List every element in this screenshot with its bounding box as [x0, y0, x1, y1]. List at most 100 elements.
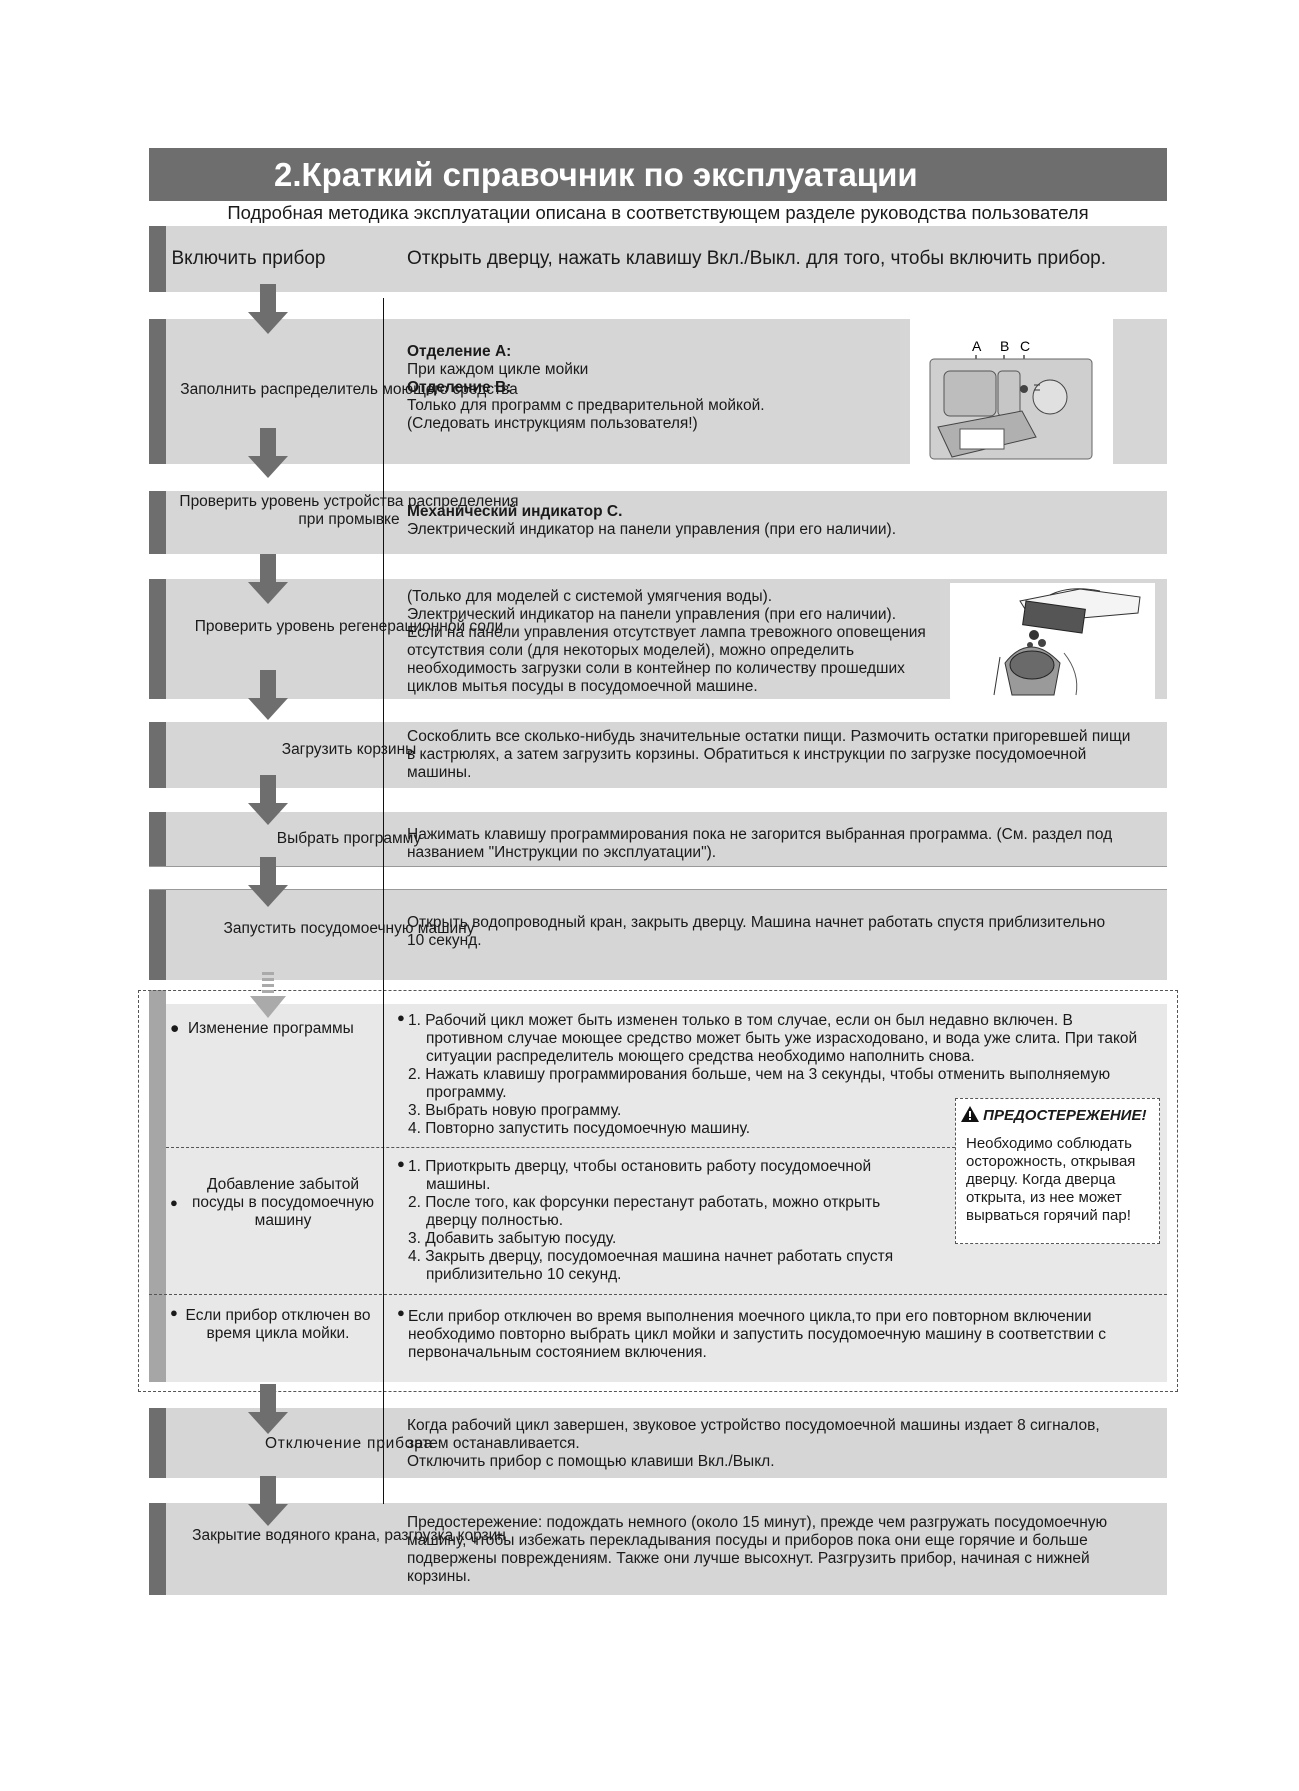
change-program-label-text: Изменение программы: [188, 1020, 354, 1037]
step-turn-off: Отключение прибора Когда рабочий цикл за…: [149, 1408, 1167, 1478]
row-stripe: [149, 890, 166, 980]
add-dishes-text: 1. Приоткрыть дверцу, чтобы остановить р…: [408, 1158, 893, 1284]
warning-text: Необходимо соблюдать осторожность, откры…: [966, 1135, 1135, 1225]
salt-line: отсутствия соли (для некоторых моделей),…: [407, 642, 926, 660]
add-line: 4. Закрыть дверцу, посудомоечная машина …: [408, 1248, 893, 1266]
step-text: (Только для моделей с системой умягчения…: [407, 588, 926, 696]
change-program-label: ● Изменение программы: [170, 1020, 354, 1038]
dispenser-illustration: A B C: [910, 319, 1113, 464]
flow-arrow-icon: [248, 775, 288, 825]
special-divider: [149, 1294, 1167, 1295]
step-text: Механический индикатор C. Электрический …: [407, 503, 896, 539]
off-line: первоначальным состоянием включения.: [408, 1344, 1106, 1362]
column-divider: [383, 298, 384, 1504]
warning-icon: [961, 1106, 979, 1122]
power-off-label: Если прибор отключен во время цикла мойк…: [183, 1307, 373, 1343]
flow-arrow-icon: [248, 857, 288, 907]
bullet: ●: [397, 1156, 405, 1171]
power-off-text: Если прибор отключен во время выполнения…: [408, 1308, 1106, 1362]
dashed-flow-arrow-icon: [248, 972, 288, 1022]
step-load-baskets: Загрузить корзины Соскоблить все сколько…: [149, 722, 1167, 788]
change-line: 1. Рабочий цикл может быть изменен тольк…: [408, 1012, 1137, 1030]
compartment-a-title: Отделение A:: [407, 343, 511, 360]
step-check-salt: Проверить уровень регенерационной соли (…: [149, 579, 1167, 699]
page-subtitle: Подробная методика эксплуатации описана …: [149, 202, 1167, 224]
label-b: B: [1000, 338, 1009, 354]
warning-line: осторожность, открывая: [966, 1153, 1135, 1171]
electric-indicator: Электрический индикатор на панели управл…: [407, 521, 896, 539]
row-stripe: [149, 579, 166, 699]
load-text-c: остатки пригоревшей пищи: [934, 728, 1130, 745]
row-stripe: [149, 812, 166, 866]
bullet: ●: [170, 1305, 178, 1320]
flow-arrow-icon: [248, 428, 288, 478]
warning-box: ПРЕДОСТЕРЕЖЕНИЕ! Необходимо соблюдать ос…: [955, 1098, 1160, 1244]
step-text: Когда рабочий цикл завершен, звуковое ус…: [407, 1417, 1100, 1471]
program-line: Нажимать клавишу программирования пока н…: [407, 826, 1112, 844]
add-line: 3. Добавить забытую посуду.: [408, 1230, 893, 1248]
step-fill-detergent: Заполнить распределитель моющего средств…: [149, 319, 1167, 464]
off-step-line: затем останавливается.: [407, 1435, 1100, 1453]
off-line: необходимо повторно выбрать цикл мойки и…: [408, 1326, 1106, 1344]
flow-arrow-icon: [248, 284, 288, 334]
salt-figure: [950, 583, 1155, 699]
load-text-bold: Размочить: [850, 728, 930, 745]
salt-line: (Только для моделей с системой умягчения…: [407, 588, 926, 606]
load-text-a: Соскоблить все сколько-нибудь значительн…: [407, 728, 846, 745]
compartment-b-desc: Только для программ с предварительной мо…: [407, 397, 765, 415]
compartment-a-desc: При каждом цикле мойки: [407, 361, 765, 379]
change-line: противном случае моющее средство может б…: [408, 1030, 1137, 1048]
start-line: 10 секунд.: [407, 932, 1105, 950]
step-text: Нажимать клавишу программирования пока н…: [407, 826, 1112, 862]
row-stripe: [149, 491, 166, 554]
step-check-rinse-aid: Проверить уровень устройства распределен…: [149, 491, 1167, 554]
add-line: дверцу полностью.: [408, 1212, 893, 1230]
off-step-line: Отключить прибор с помощью клавиши Вкл./…: [407, 1453, 1100, 1471]
add-line: приблизительно 10 секунд.: [408, 1266, 893, 1284]
unload-line: машину, чтобы избежать перекладывания по…: [407, 1532, 1107, 1550]
step-text: Открыть дверцу, нажать клавишу Вкл./Выкл…: [407, 248, 1106, 270]
row-stripe: [149, 1503, 166, 1595]
row-stripe: [149, 319, 166, 464]
warning-title-text: ПРЕДОСТЕРЕЖЕНИЕ!: [983, 1107, 1146, 1124]
load-line: машины.: [407, 764, 1130, 782]
salt-illustration: [950, 583, 1155, 699]
step-select-program: Выбрать программу Нажимать клавишу прогр…: [149, 812, 1167, 866]
flow-arrow-icon: [248, 1384, 288, 1434]
salt-line: Электрический индикатор на панели управл…: [407, 606, 926, 624]
unload-line: Предостережение: подождать немного (окол…: [407, 1514, 1107, 1532]
flow-arrow-icon: [248, 670, 288, 720]
salt-line: необходимость загрузки соли в контейнер …: [407, 660, 926, 678]
bullet: ●: [397, 1305, 405, 1320]
mechanical-indicator: Механический индикатор C.: [407, 503, 622, 520]
step-label: Включить прибор: [166, 248, 331, 270]
off-step-line: Когда рабочий цикл завершен, звуковое ус…: [407, 1417, 1100, 1435]
warning-line: вырваться горячий пар!: [966, 1207, 1135, 1225]
dispenser-figure: A B C: [910, 319, 1113, 464]
start-line: Открыть водопроводный кран, закрыть двер…: [407, 914, 1105, 932]
step-power-on: Включить прибор Открыть дверцу, нажать к…: [149, 226, 1167, 292]
bullet: ●: [397, 1010, 405, 1025]
row-stripe: [149, 1408, 166, 1478]
step-text: Предостережение: подождать немного (окол…: [407, 1514, 1107, 1586]
label-a: A: [972, 338, 982, 354]
program-line: названием "Инструкции по эксплуатации").: [407, 844, 1112, 862]
step-text: Соскоблить все сколько-нибудь значительн…: [407, 728, 1130, 782]
compartment-b-title: Отделение B:: [407, 379, 511, 396]
unload-line: подвержены повреждениям. Также они лучше…: [407, 1550, 1107, 1568]
step-text: Отделение A: При каждом цикле мойки Отде…: [407, 343, 765, 433]
label-c: C: [1020, 338, 1030, 354]
warning-title: ПРЕДОСТЕРЕЖЕНИЕ!: [961, 1106, 1146, 1125]
off-line: Если прибор отключен во время выполнения…: [408, 1308, 1106, 1326]
instruction-note: (Следовать инструкциям пользователя!): [407, 415, 765, 433]
divider: [149, 866, 1167, 890]
add-line: 2. После того, как форсунки перестанут р…: [408, 1194, 893, 1212]
add-dishes-label: Добавление забытой посуды в посудомоечну…: [183, 1176, 383, 1230]
change-line: 2. Нажать клавишу программирования больш…: [408, 1066, 1137, 1084]
add-line: машины.: [408, 1176, 893, 1194]
salt-line: циклов мытья посуды в посудомоечной маши…: [407, 678, 926, 696]
warning-line: дверцу. Когда дверца: [966, 1171, 1135, 1189]
page-title: 2.Краткий справочник по эксплуатации: [149, 148, 1167, 201]
unload-line: корзины.: [407, 1568, 1107, 1586]
flow-arrow-icon: [248, 1476, 288, 1526]
